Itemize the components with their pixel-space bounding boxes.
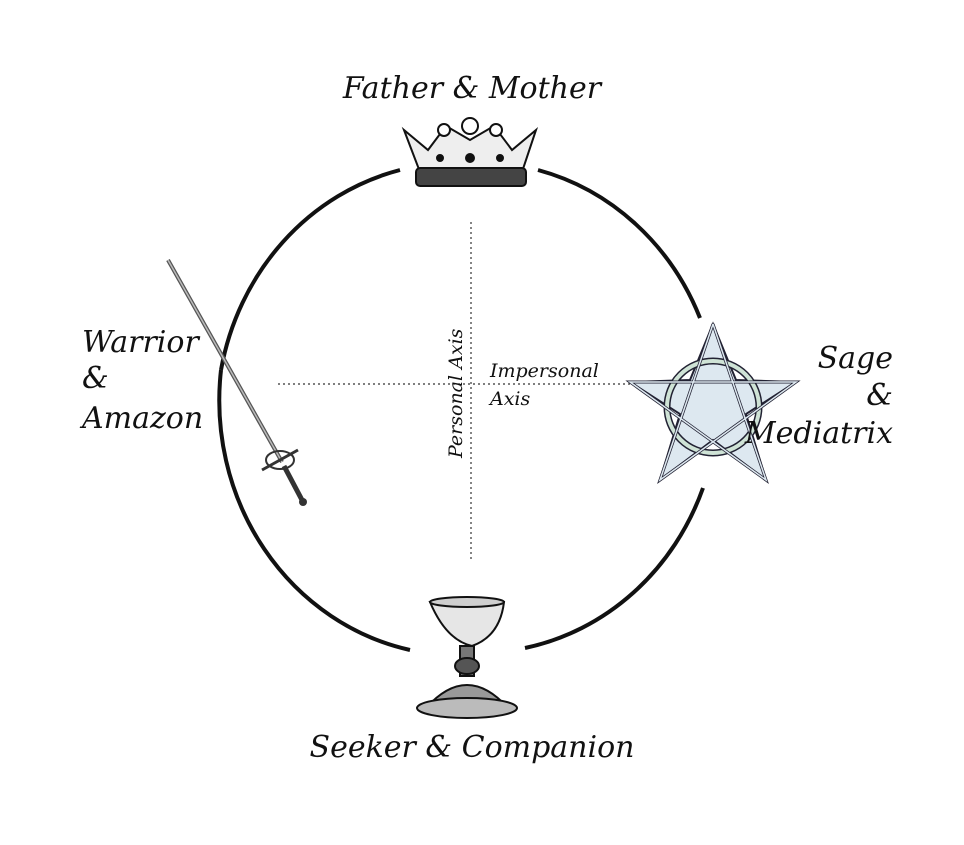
arc-top-right (537, 168, 702, 319)
personal-axis-label: Personal Axis (445, 328, 467, 459)
circle-arcs (217, 168, 705, 652)
crown-icon (401, 117, 539, 187)
arc-right-bottom (524, 487, 705, 650)
impersonal-axis-label-line2: Axis (488, 388, 531, 410)
label-warrior-ampersand: & (82, 361, 109, 396)
arc-top-left (219, 168, 401, 371)
chalice-icon (416, 596, 518, 719)
sword-icon (166, 259, 307, 506)
label-warrior: Warrior (82, 325, 200, 360)
label-father-mother: Father & Mother (342, 71, 603, 106)
label-seeker-companion: Seeker & Companion (310, 730, 635, 765)
arc-left-bottom (217, 369, 411, 652)
impersonal-axis-label-line1: Impersonal (489, 360, 599, 382)
pentagram-icon (625, 321, 801, 484)
label-sage-ampersand: & (866, 378, 893, 413)
label-sage: Sage (818, 341, 893, 376)
label-mediatrix: Mediatrix (744, 416, 893, 451)
label-amazon: Amazon (79, 401, 203, 436)
